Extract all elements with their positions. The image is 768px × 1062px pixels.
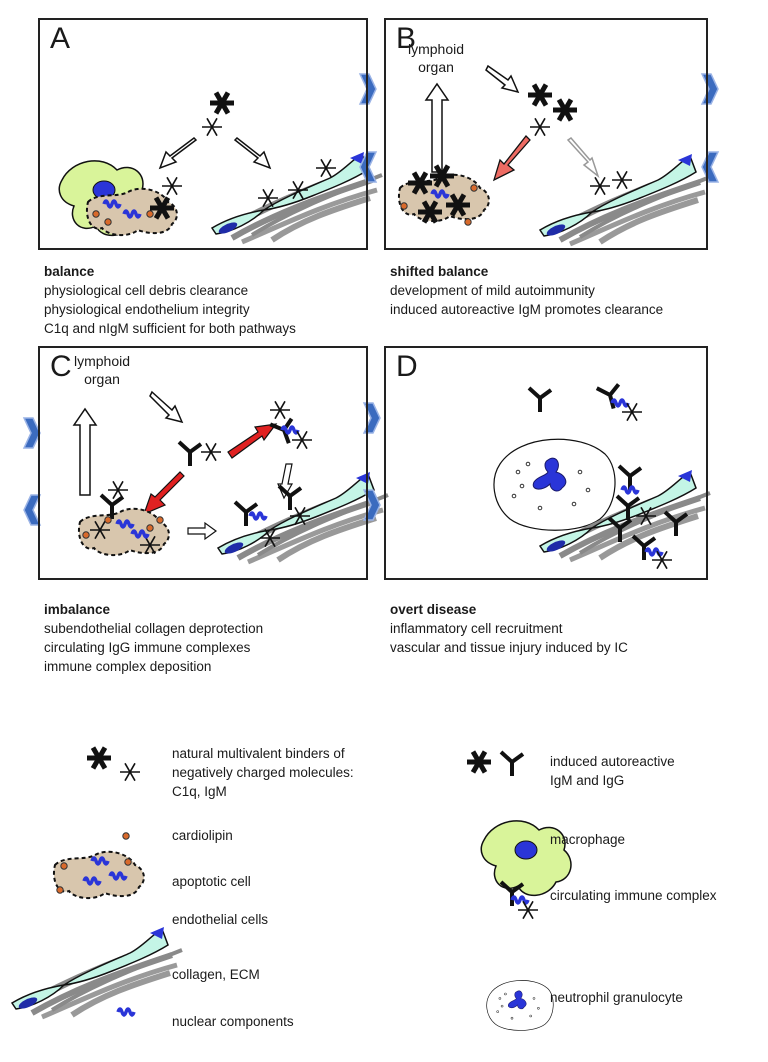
apoptotic-cell-icon: [52, 850, 145, 900]
legend-line: cardiolipin: [172, 828, 233, 843]
caption-line: inflammatory cell recruitment: [390, 621, 563, 636]
lymphoid-organ-label-b: lymphoid organ: [408, 40, 464, 76]
organ-line-1: lymphoid: [74, 353, 131, 369]
panel-letter-a: A: [50, 22, 71, 55]
organ-line-2: organ: [418, 59, 454, 75]
panel-letter-b: B: [396, 22, 417, 55]
legend-line: negatively charged molecules:: [172, 765, 354, 780]
panel-letter-c: C: [50, 350, 72, 383]
caption-line: vascular and tissue injury induced by IC: [390, 640, 628, 655]
legend-nuclear: nuclear components: [172, 1012, 294, 1031]
legend-line: C1q, IgM: [172, 784, 227, 799]
panel-b: B lymphoid organ: [384, 18, 708, 250]
legend-neutrophil: neutrophil granulocyte: [550, 988, 683, 1007]
legend-natural-binders: natural multivalent binders of negativel…: [172, 744, 354, 801]
natural-binder-icon: [87, 748, 111, 769]
caption-a: balance physiological cell debris cleara…: [44, 262, 296, 338]
arrow-to-cell: [158, 137, 198, 170]
caption-title: overt disease: [390, 602, 477, 617]
lymphoid-organ-label-c: lymphoid organ: [74, 352, 130, 388]
panel-a: A: [38, 18, 368, 250]
nuclear-component-icon: [116, 1007, 136, 1017]
panel-b-art: [397, 64, 710, 244]
caption-c: imbalance subendothelial collagen deprot…: [44, 600, 263, 676]
legend-line: induced autoreactive: [550, 754, 675, 769]
panel-c-art: [72, 390, 388, 562]
caption-d: overt disease inflammatory cell recruitm…: [390, 600, 628, 657]
panel-letter-d: D: [396, 350, 418, 383]
neutrophil-icon: [486, 980, 554, 1031]
legend-line: circulating immune complex: [550, 888, 717, 903]
legend-endothelial: endothelial cells: [172, 910, 268, 929]
caption-line: immune complex deposition: [44, 659, 212, 674]
organ-line-1: lymphoid: [408, 41, 465, 57]
induced-autoreactive-icon: [467, 752, 491, 773]
arrow-up-b: [424, 82, 450, 173]
legend-apoptotic-cell: apoptotic cell: [172, 872, 251, 891]
legend-line: neutrophil granulocyte: [550, 990, 683, 1005]
legend-immune-complex: circulating immune complex: [550, 886, 717, 905]
legend-line: collagen, ECM: [172, 967, 260, 982]
caption-line: C1q and nIgM sufficient for both pathway…: [44, 321, 296, 336]
cardiolipin-icon: [122, 832, 130, 840]
legend-collagen: collagen, ECM: [172, 965, 260, 984]
caption-line: physiological endothelium integrity: [44, 302, 250, 317]
caption-line: subendothelial collagen deprotection: [44, 621, 264, 636]
caption-title: imbalance: [44, 602, 111, 617]
legend-line: macrophage: [550, 832, 626, 847]
legend-line: apoptotic cell: [172, 874, 251, 889]
legend-cardiolipin: cardiolipin: [172, 826, 233, 845]
caption-title: shifted balance: [390, 264, 489, 279]
legend-line: nuclear components: [172, 1014, 294, 1029]
caption-line: induced autoreactive IgM promotes cleara…: [390, 302, 664, 317]
legend-line: IgM and IgG: [550, 773, 625, 788]
caption-line: development of mild autoimmunity: [390, 283, 595, 298]
legend-line: endothelial cells: [172, 912, 269, 927]
organ-line-2: organ: [84, 371, 120, 387]
arrow-up-c: [72, 407, 98, 496]
legend-induced-autoreactive: induced autoreactive IgM and IgG: [550, 752, 675, 790]
arrow-to-vessel: [233, 137, 272, 170]
panel-c: C lymphoid organ: [38, 346, 368, 580]
panel-a-art: [58, 93, 382, 242]
caption-line: circulating IgG immune complexes: [44, 640, 251, 655]
panel-d: D: [384, 346, 708, 580]
caption-line: physiological cell debris clearance: [44, 283, 249, 298]
caption-b: shifted balance development of mild auto…: [390, 262, 663, 319]
legend-line: natural multivalent binders of: [172, 746, 345, 761]
legend-macrophage: macrophage: [550, 830, 625, 849]
endothelial-cell-icon: [12, 927, 182, 1017]
caption-title: balance: [44, 264, 95, 279]
